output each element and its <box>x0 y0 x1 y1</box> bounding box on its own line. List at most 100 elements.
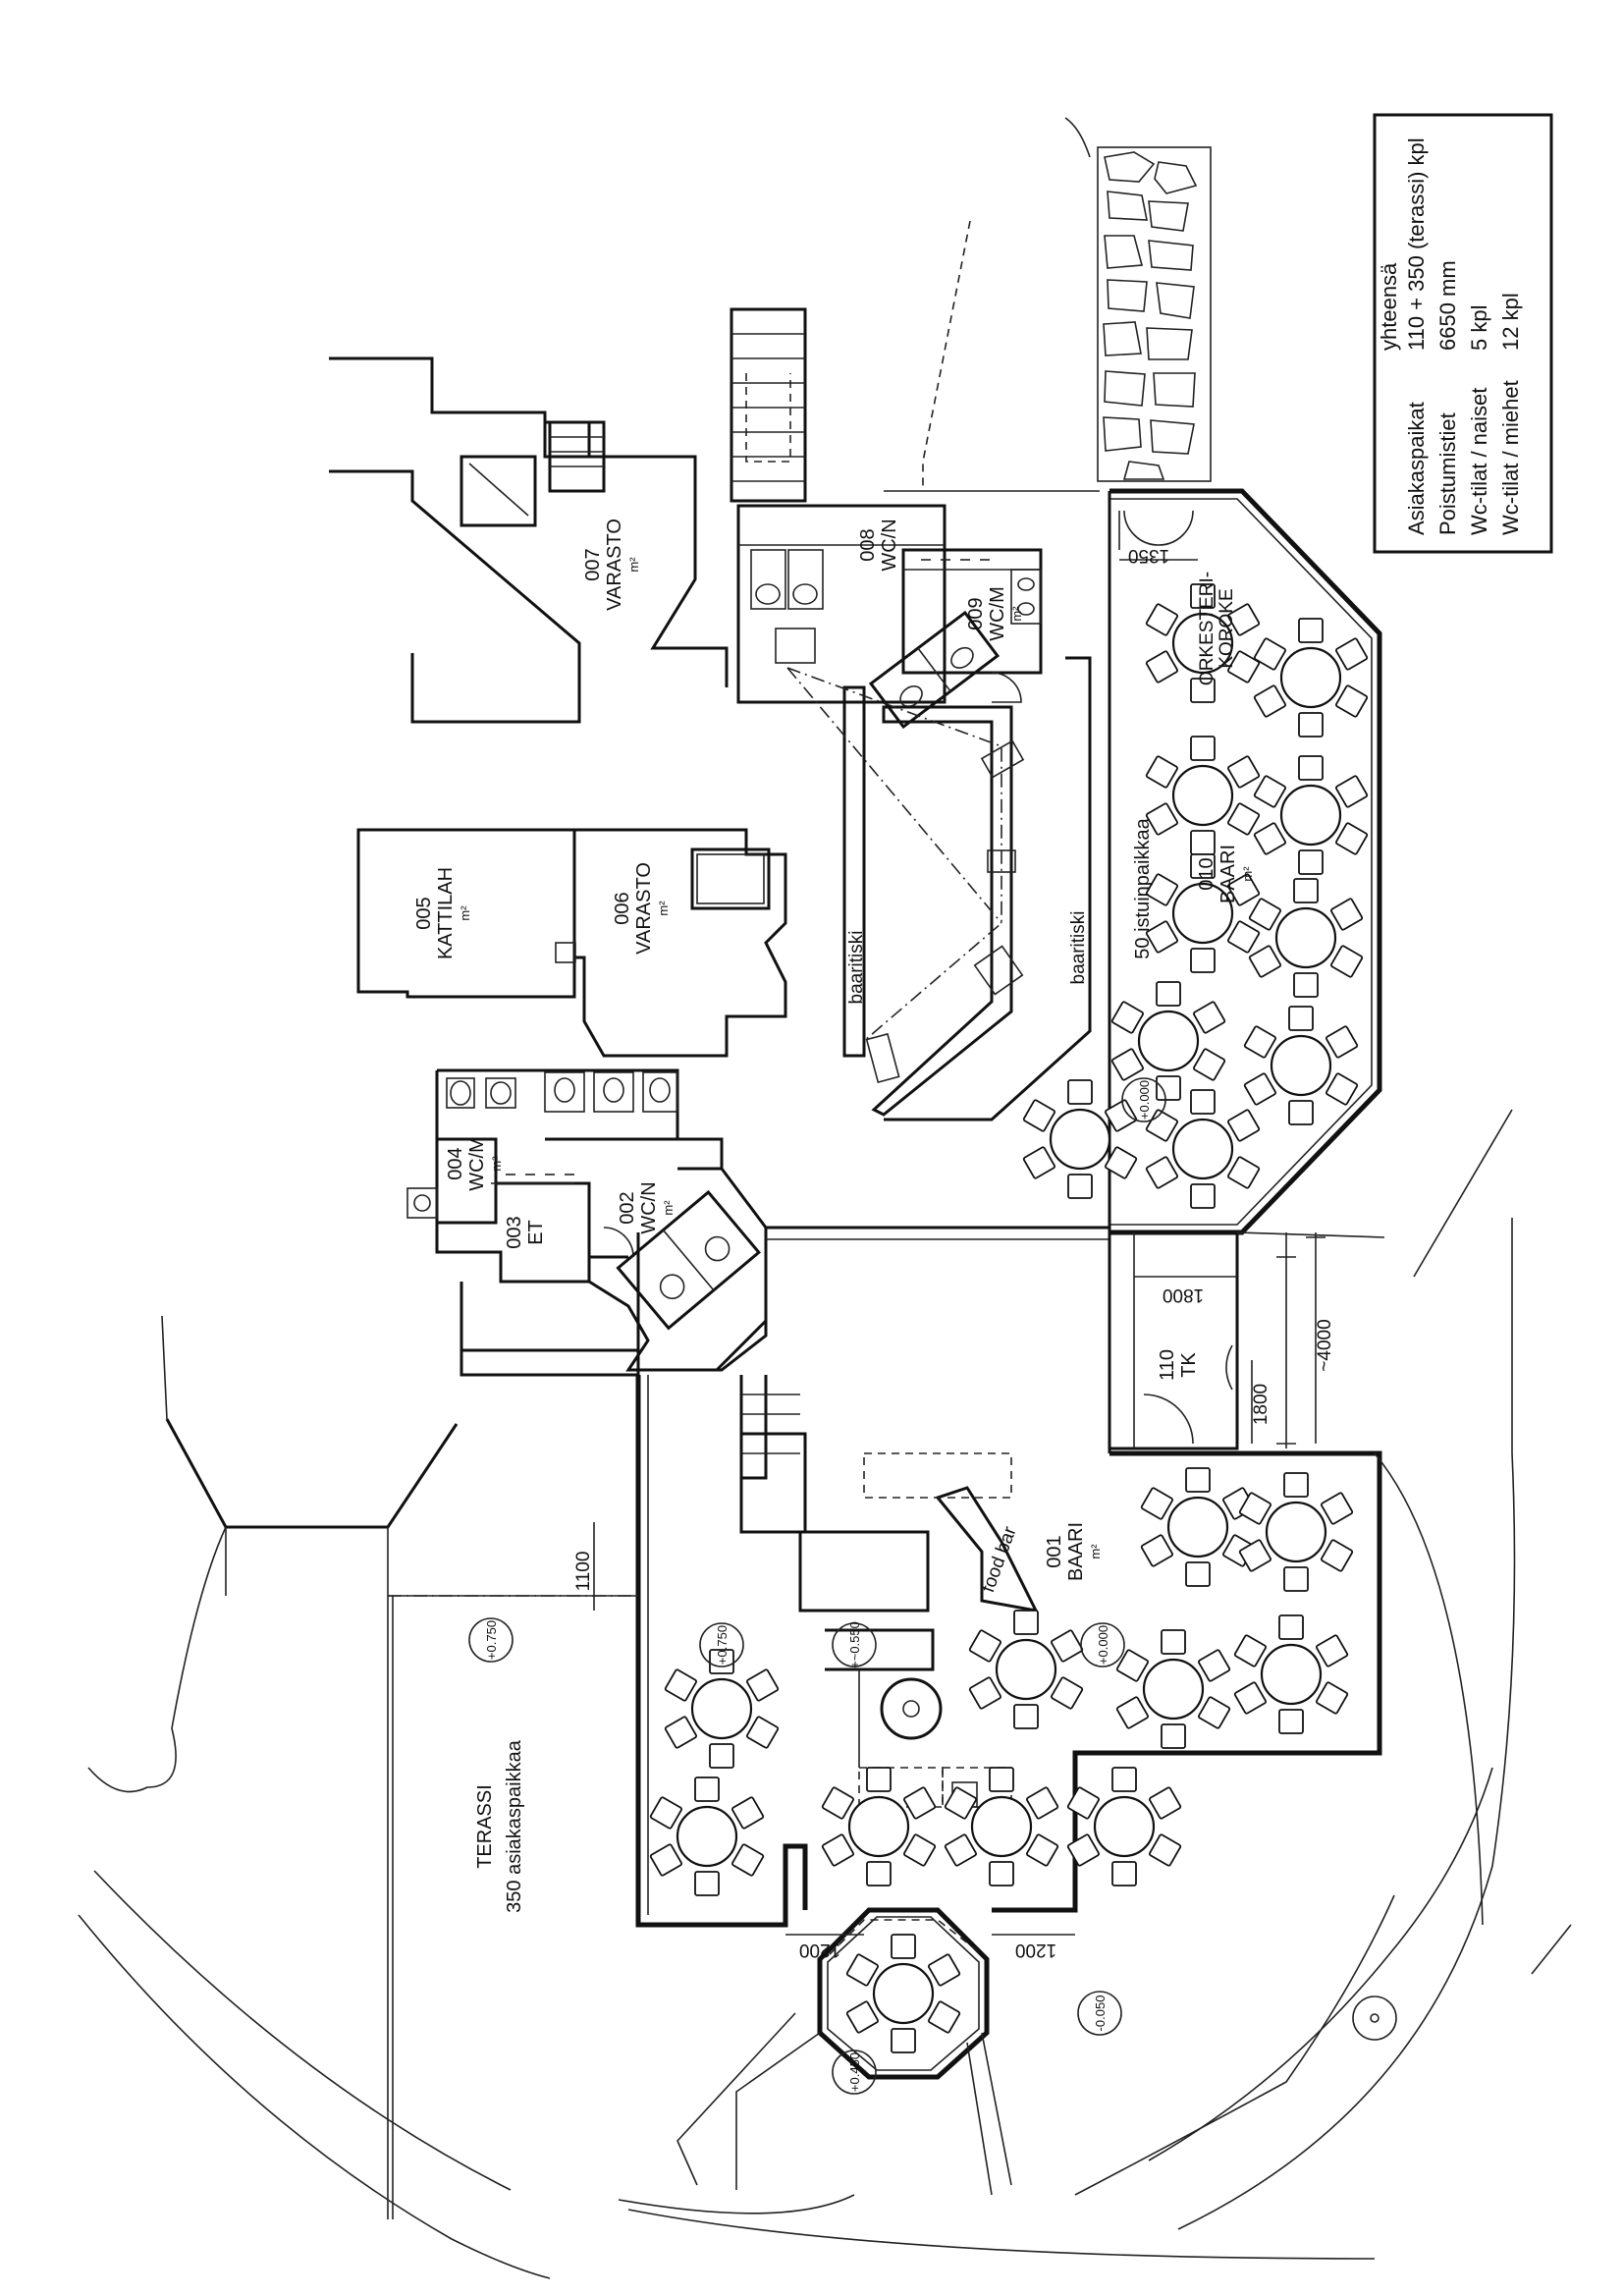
svg-text:001: 001 <box>1044 1535 1065 1567</box>
round-table <box>1281 786 1340 845</box>
chair <box>1284 1473 1308 1497</box>
round-table <box>849 1797 908 1856</box>
chair <box>1227 803 1260 836</box>
dim-1200-b: 1200 <box>1015 1940 1056 1960</box>
table-group <box>1067 1768 1181 1886</box>
chair <box>990 1862 1013 1886</box>
dim-4000: ~4000 <box>1315 1319 1335 1371</box>
svg-text:m²: m² <box>656 901 671 916</box>
chair <box>1023 1100 1055 1132</box>
svg-text:m²: m² <box>661 1200 676 1216</box>
chair <box>1162 1630 1185 1654</box>
svg-text:+0.000: +0.000 <box>1137 1080 1152 1120</box>
chair <box>822 1787 854 1820</box>
table-group <box>1141 1468 1255 1586</box>
chair <box>1249 899 1281 931</box>
table-group <box>945 1768 1058 1886</box>
chair <box>1067 1834 1100 1867</box>
chair <box>1149 1787 1181 1820</box>
chair <box>990 1768 1013 1791</box>
legend-header: yhteensä <box>1377 262 1401 351</box>
svg-text:110: 110 <box>1157 1349 1178 1381</box>
baaritiski-label-2: baaritiski <box>1068 911 1089 985</box>
chair <box>1279 1710 1303 1733</box>
level-marker: +~0.550 <box>833 1621 876 1668</box>
legend-box: Asiakaspaikat Poistumistiet Wc-tilat / n… <box>1375 115 1551 552</box>
chair <box>928 1954 960 1987</box>
chair <box>1162 1724 1185 1748</box>
svg-text:m²: m² <box>626 557 641 573</box>
svg-text:WC/M: WC/M <box>987 586 1008 641</box>
chair <box>1157 1076 1180 1100</box>
chair <box>1335 638 1368 671</box>
room-label-006: 006 VARASTO m² <box>612 862 671 955</box>
svg-text:VARASTO: VARASTO <box>604 519 625 611</box>
chair <box>1026 1834 1058 1867</box>
room-label-005: 005 KATTILAH m² <box>413 867 472 959</box>
svg-text:+0.750: +0.750 <box>484 1620 499 1660</box>
svg-text:006: 006 <box>612 892 633 924</box>
chair <box>1111 1002 1144 1034</box>
chair <box>1227 921 1260 954</box>
svg-text:TK: TK <box>1178 1352 1200 1378</box>
room-label-003: 003 ET <box>504 1216 547 1248</box>
chair <box>1244 1026 1276 1059</box>
chair <box>1146 604 1178 636</box>
svg-text:009: 009 <box>965 597 987 629</box>
chair <box>1325 1073 1358 1106</box>
dim-1800-a: 1800 <box>1163 1285 1204 1305</box>
svg-text:WC/N: WC/N <box>879 519 900 571</box>
wc-block-south <box>407 1070 766 1370</box>
chair <box>1321 1493 1353 1525</box>
chair <box>1299 756 1323 780</box>
chair <box>1111 1049 1144 1081</box>
svg-text:+~0.550: +~0.550 <box>847 1621 862 1668</box>
legend-row-2-label: Poistumistiet <box>1435 412 1460 535</box>
legend-row-1-label: Asiakaspaikat <box>1404 402 1429 535</box>
chair <box>1289 1007 1313 1030</box>
chair <box>846 1954 879 1987</box>
round-table <box>997 1640 1055 1699</box>
svg-text:KOROKE: KOROKE <box>1217 588 1237 668</box>
chair <box>1198 1697 1230 1729</box>
chair <box>903 1834 936 1867</box>
dim-1200-a: 1200 <box>799 1940 840 1960</box>
chair <box>1244 1073 1276 1106</box>
chair <box>969 1677 1001 1710</box>
chair <box>892 2029 915 2052</box>
chair <box>1335 776 1368 808</box>
level-marker: +0.450 <box>833 2050 876 2094</box>
room-label-007: 007 VARASTO m² <box>582 519 641 611</box>
chair <box>1186 1562 1210 1586</box>
chair <box>1146 756 1178 789</box>
room-005-walls <box>358 830 785 1056</box>
chair <box>1330 899 1363 931</box>
chair <box>1299 850 1323 874</box>
svg-text:BAARI: BAARI <box>1065 1522 1087 1581</box>
chair <box>1026 1787 1058 1820</box>
svg-text:m²: m² <box>1240 866 1255 882</box>
svg-text:+0.450: +0.450 <box>847 2052 862 2092</box>
chair <box>945 1834 977 1867</box>
round-table <box>1262 1645 1321 1704</box>
table-group <box>1244 1007 1358 1124</box>
chair <box>710 1744 733 1768</box>
svg-text:-0.050: -0.050 <box>1093 1995 1108 2032</box>
svg-text:010: 010 <box>1196 857 1217 890</box>
table-group <box>1116 1630 1230 1748</box>
table-group <box>665 1650 779 1768</box>
chair <box>1068 1080 1092 1104</box>
chair <box>1279 1615 1303 1639</box>
table-group <box>1146 1090 1260 1208</box>
chair <box>1254 685 1286 718</box>
round-table <box>1095 1797 1154 1856</box>
table-group <box>1239 1473 1353 1591</box>
chair <box>1067 1787 1100 1820</box>
chair <box>1051 1677 1083 1710</box>
room-label-110: 110 TK <box>1157 1349 1200 1381</box>
table-group <box>1234 1615 1348 1733</box>
chair <box>892 1935 915 1958</box>
chair <box>1146 1157 1178 1189</box>
round-table <box>1173 1120 1232 1178</box>
